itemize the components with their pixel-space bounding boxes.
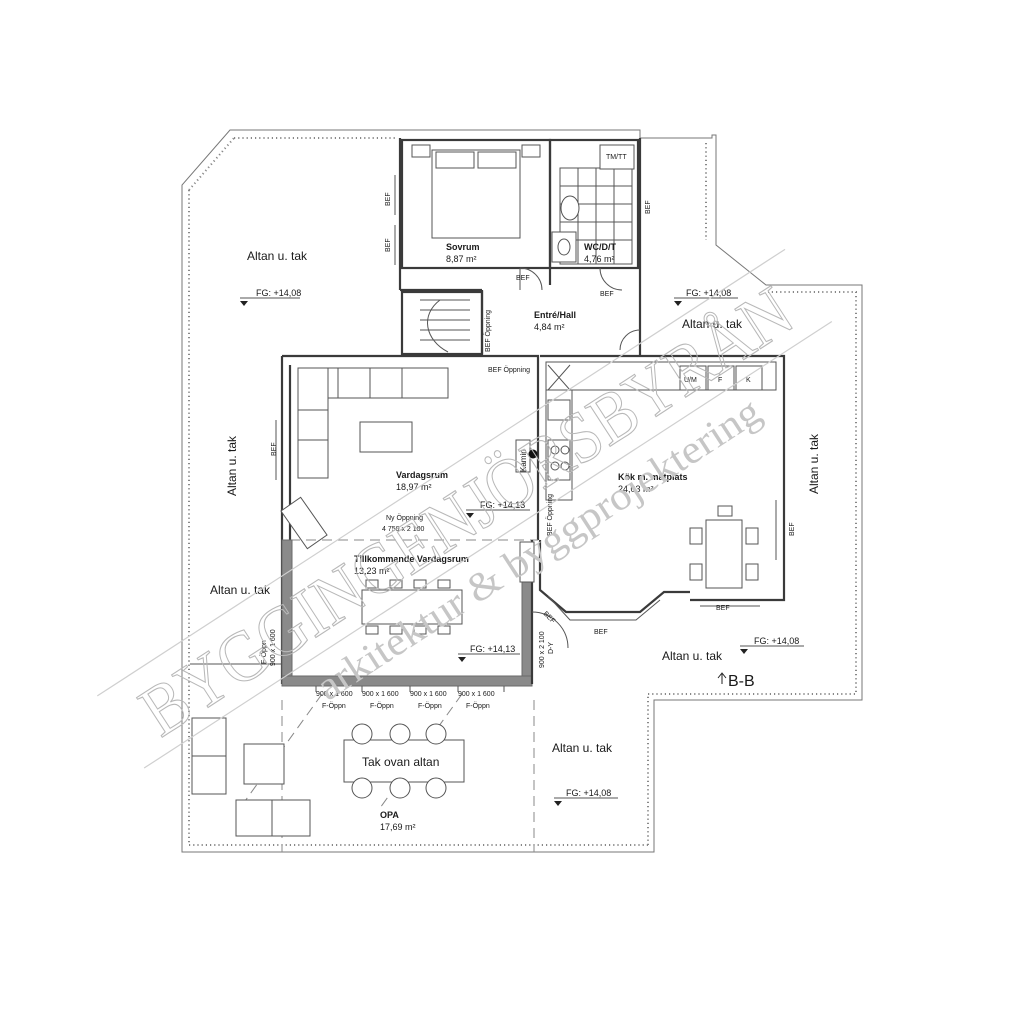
altan-bottom-right: Altan u. tak (552, 741, 613, 755)
room-labels: Sovrum 8,87 m² WC/D/T 4,76 m² Entré/Hall… (354, 242, 688, 832)
ny-oppning: Ny Öppning (386, 514, 423, 522)
room-opa-area: 17,69 m² (380, 822, 416, 832)
size-left: 900 x 1 600 (270, 629, 277, 666)
bef-living-left: BEF (271, 442, 278, 456)
win-size-3: 900 x 1 600 (410, 691, 447, 698)
bef-kitchen-right: BEF (789, 522, 796, 536)
bef-bay: BEF (542, 610, 557, 625)
win-type-1: F-Öppn (322, 702, 346, 710)
win-size-2: 900 x 1 600 (362, 691, 399, 698)
f-label: F (718, 377, 722, 384)
room-tillkommande-area: 13,23 m² (354, 566, 390, 576)
bef-stair-opening: BEF Öppning (484, 310, 492, 352)
altan-right-lower: Altan u. tak (662, 649, 723, 663)
bef-sovrum-left-2: BEF (385, 238, 392, 252)
bedroom-block (394, 138, 642, 355)
bef-entre: BEF (516, 275, 530, 282)
win-type-3: F-Öppn (418, 702, 442, 710)
tak-ovan-altan: Tak ovan altan (362, 755, 439, 769)
bef-sovrum-left-1: BEF (385, 192, 392, 206)
fg-top-right: FG: +14,08 (686, 288, 731, 298)
room-vardagsrum-area: 18,97 m² (396, 482, 432, 492)
room-entre-name: Entré/Hall (534, 310, 576, 320)
room-kok-name: Kök m. matplats (618, 472, 688, 482)
bef-kitchen-opening: BEF Öppning (546, 494, 554, 536)
um-label: U/M (684, 377, 697, 384)
kamin-label: Kamin (519, 449, 528, 472)
altan-top-left: Altan u. tak (247, 249, 308, 263)
bef-entre-right: BEF (600, 291, 614, 298)
living-walls (190, 354, 569, 692)
altan-left-lower: Altan u. tak (210, 583, 271, 597)
room-entre-area: 4,84 m² (534, 322, 565, 332)
fg-bottom: FG: +14,08 (566, 788, 611, 798)
fg-top-left: FG: +14,08 (256, 288, 301, 298)
altan-left-vertical: Altan u. tak (225, 435, 239, 496)
room-wc-area: 4,76 m² (584, 254, 615, 264)
room-sovrum-area: 8,87 m² (446, 254, 477, 264)
bef-kitchen-bottom-1: BEF (594, 629, 608, 636)
room-tillkommande-name: Tillkommande Vardagsrum (354, 554, 469, 564)
opa-furniture (191, 717, 465, 837)
room-vardagsrum-name: Vardagsrum (396, 470, 448, 480)
win-type-4: F-Öppn (466, 702, 490, 710)
terrace-outline (181, 129, 863, 853)
altan-right-upper: Altan u. tak (682, 317, 743, 331)
fg-mid: FG: +14,13 (480, 500, 525, 510)
room-sovrum-name: Sovrum (446, 242, 480, 252)
win-type-2: F-Öppn (370, 702, 394, 710)
bef-kitchen-bottom-2: BEF (716, 605, 730, 612)
room-opa-name: OPA (380, 810, 399, 820)
terrace-labels: Altan u. tak Altan u. tak Altan u. tak A… (210, 249, 821, 769)
level-labels: FG: +14,08 FG: +14,08 FG: +14,13 FG: +14… (256, 288, 799, 798)
ny-oppning-size: 4 750 x 2 100 (382, 526, 425, 533)
door-right-size: 900 x 2 100 (539, 631, 546, 668)
win-size-1: 900 x 1 600 (316, 691, 353, 698)
fg-lower: FG: +14,13 (470, 644, 515, 654)
door-right-type: D-Y (548, 642, 555, 654)
k-label: K (746, 377, 751, 384)
level-markers (240, 297, 804, 806)
bef-opening-living: BEF Öppning (488, 366, 530, 374)
altan-right-vertical: Altan u. tak (807, 433, 821, 494)
f-oppn-left: F-Öppn (260, 640, 268, 664)
fg-right: FG: +14,08 (754, 636, 799, 646)
room-wc-name: WC/D/T (584, 242, 616, 252)
win-size-4: 900 x 1 600 (458, 691, 495, 698)
section-marker: B-B (728, 673, 755, 690)
bef-wc-right: BEF (645, 200, 652, 214)
stair-block (400, 268, 641, 356)
tmtt-label: TM/TT (606, 154, 627, 161)
room-kok-area: 24,03 m² (618, 484, 654, 494)
